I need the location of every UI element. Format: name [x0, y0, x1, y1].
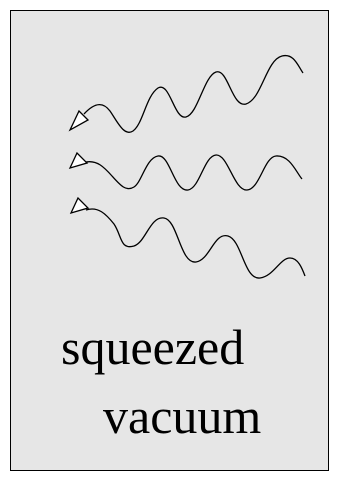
- wave-bottom-arrowhead: [69, 196, 90, 215]
- wave-top-arrowhead: [68, 109, 90, 132]
- wave-middle: [85, 154, 303, 191]
- wave-top: [83, 54, 304, 133]
- wave-middle-arrowhead: [68, 151, 89, 170]
- caption-squeezed: squeezed: [61, 319, 245, 375]
- diagram-panel: [10, 10, 329, 471]
- caption-vacuum: vacuum: [103, 388, 262, 444]
- wave-bottom: [85, 208, 306, 279]
